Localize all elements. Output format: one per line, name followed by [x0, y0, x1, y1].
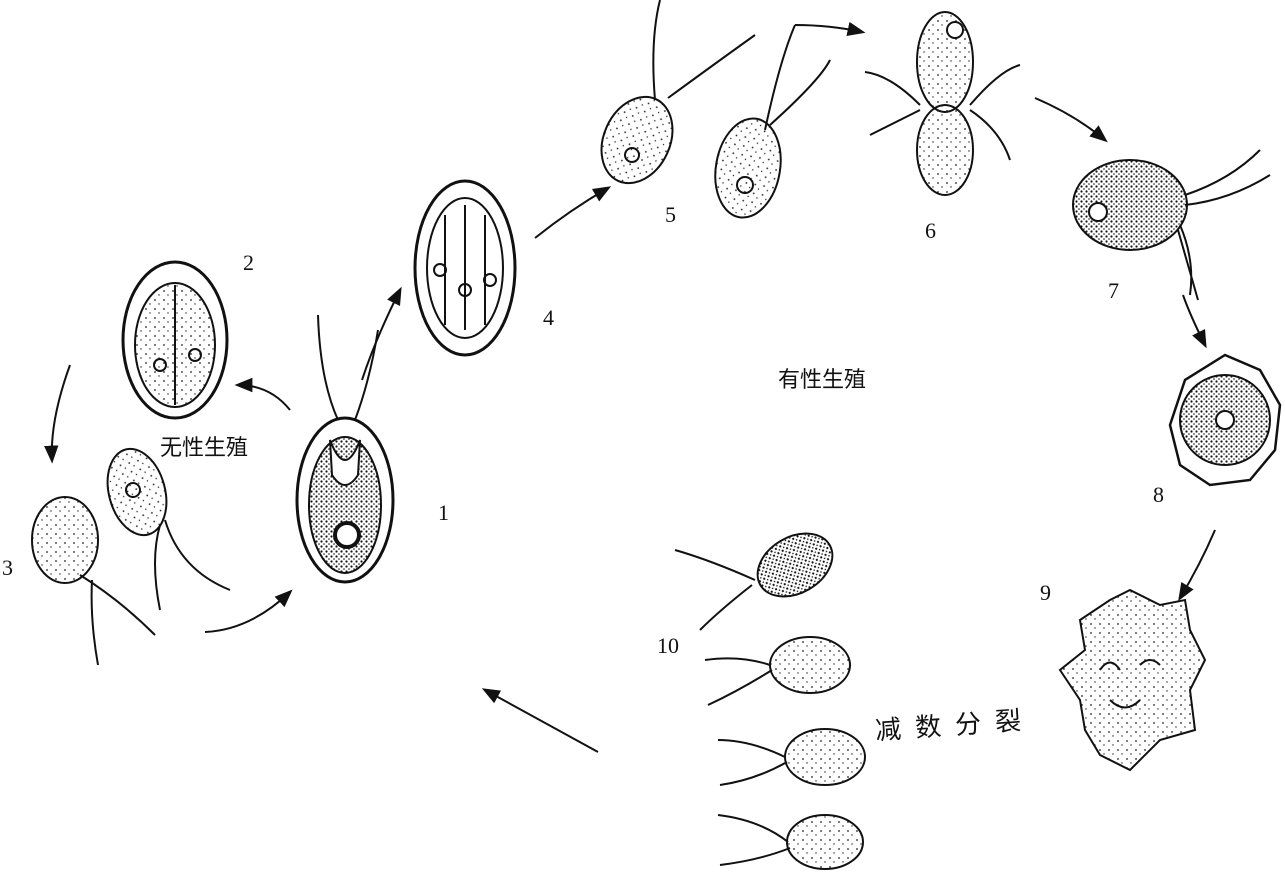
cell-4-sporangium — [413, 179, 517, 357]
cell-3-zoospores — [31, 447, 231, 666]
stage-label-2: 2 — [243, 250, 254, 275]
cell-9-germinating-zygospore — [1058, 588, 1207, 772]
stage-label-8: 8 — [1153, 482, 1164, 507]
stage-label-7: 7 — [1108, 278, 1119, 303]
stage-label-10: 10 — [657, 633, 679, 658]
cell-10-meiospores — [674, 532, 866, 870]
stage-label-6: 6 — [925, 218, 936, 243]
stage-label-3: 3 — [2, 555, 13, 580]
cell-6-fusing-gametes — [864, 11, 1021, 196]
cell-1-zoosporangium — [295, 314, 395, 584]
stage-label-4: 4 — [543, 305, 554, 330]
stage-label-1: 1 — [438, 500, 449, 525]
cycle-arrows — [44, 21, 1216, 753]
cell-8-zygospore — [1168, 353, 1282, 487]
stage-label-5: 5 — [665, 202, 676, 227]
cell-2-dividing — [121, 260, 229, 420]
cell-7-zygote — [1072, 149, 1271, 301]
cell-5-gametes — [600, 0, 831, 219]
stage-label-9: 9 — [1040, 580, 1051, 605]
asexual-reproduction-label: 无性生殖 — [160, 436, 249, 461]
sexual-reproduction-label: 有性生殖 — [778, 368, 867, 393]
